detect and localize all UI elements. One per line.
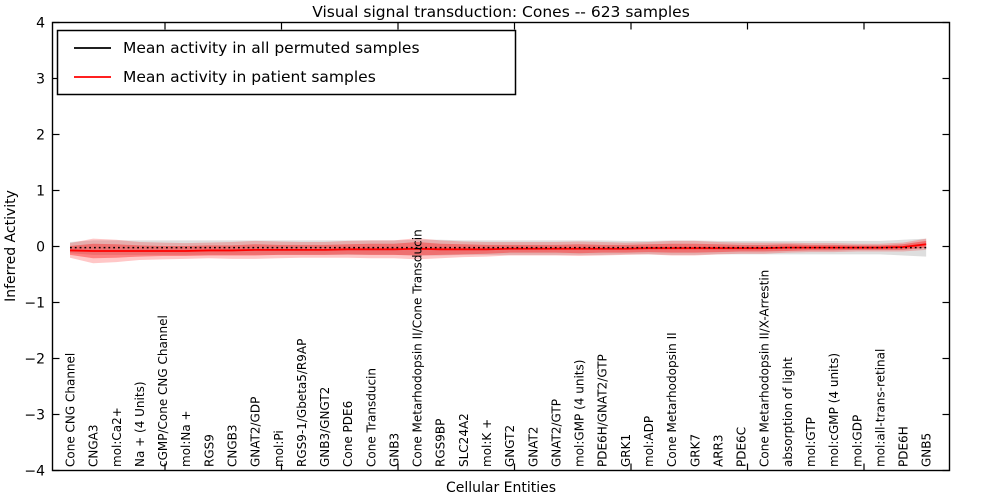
- x-tick-label: PDE6H/GNAT2/GTP: [596, 354, 610, 467]
- y-tick-label: 0: [36, 240, 45, 256]
- x-tick-label: cGMP/Cone CNG Channel: [156, 315, 170, 467]
- y-tick-label: −3: [24, 408, 45, 424]
- patient-mean-line: [69, 243, 927, 252]
- x-tick-label: RGS9-1/Gbeta5/R9AP: [295, 339, 309, 467]
- x-tick-label: Cone Metarhodopsin II/X-Arrestin: [758, 270, 772, 467]
- x-tick-label: GNAT2/GTP: [549, 399, 563, 467]
- x-tick-label: CNGA3: [87, 425, 101, 468]
- x-tick-label: GRK1: [619, 434, 633, 467]
- legend-box: [56, 29, 517, 96]
- y-tick-label: −2: [24, 352, 45, 368]
- x-tick-label: RGS9: [202, 434, 216, 467]
- x-tick-label: mol:Pi: [272, 430, 286, 467]
- x-tick-label: RGS9BP: [434, 419, 448, 467]
- x-tick-label: mol:GDP: [850, 415, 864, 467]
- x-tick-label: mol:K +: [480, 419, 494, 467]
- x-tick-label: ARR3: [711, 434, 725, 467]
- y-tick-label: −1: [24, 296, 45, 312]
- y-tick-label: −4: [24, 464, 45, 480]
- x-tick-label: Na + (4 Units): [133, 381, 147, 467]
- x-tick-label: mol:Na +: [179, 410, 193, 467]
- x-tick-label: GNB5: [920, 433, 934, 467]
- x-tick-label: GNGT2: [503, 425, 517, 467]
- y-tick-label: 1: [36, 184, 45, 200]
- x-tick-label: Cone Transducin: [364, 368, 378, 467]
- x-tick-label: mol:cGMP (4 units): [827, 353, 841, 467]
- x-tick-label: GNB3: [387, 433, 401, 467]
- x-tick-label: Cone Metarhodopsin II/Cone Transducin: [411, 229, 425, 467]
- y-tick-labels: 4 3 2 1 0 −1 −2 −3 −4: [24, 16, 45, 480]
- y-axis-label: Inferred Activity: [3, 190, 19, 302]
- x-tick-label: mol:GMP (4 units): [573, 360, 587, 467]
- x-tick-label: absorption of light: [781, 357, 795, 467]
- legend-label-patient: Mean activity in patient samples: [123, 68, 376, 86]
- tick-marks: [52, 21, 950, 472]
- y-tick-label: 2: [36, 128, 45, 144]
- patient-std-band-outer: [70, 238, 927, 264]
- y-tick-label: 4: [36, 16, 45, 32]
- x-tick-label: Cone CNG Channel: [64, 353, 78, 467]
- x-tick-label: mol:all-trans-retinal: [873, 349, 887, 467]
- legend: Mean activity in all permuted samples Me…: [56, 29, 517, 96]
- x-tick-label: CNGB3: [225, 424, 239, 467]
- x-tick-label: Cone Metarhodopsin II: [665, 332, 679, 467]
- x-tick-label: mol:ADP: [642, 416, 656, 467]
- x-tick-label: GNB3/GNGT2: [318, 387, 332, 467]
- x-tick-label: GNAT2/GDP: [249, 397, 263, 467]
- x-tick-label: mol:Ca2+: [110, 407, 124, 467]
- chart-title: Visual signal transduction: Cones -- 623…: [312, 3, 690, 21]
- x-tick-label: GRK7: [688, 434, 702, 467]
- legend-label-permuted: Mean activity in all permuted samples: [123, 39, 420, 57]
- x-tick-label: Cone PDE6: [341, 401, 355, 467]
- x-tick-label: PDE6C: [735, 427, 749, 467]
- y-tick-label: 3: [36, 72, 45, 88]
- x-tick-label: mol:GTP: [804, 417, 818, 467]
- x-axis-label: Cellular Entities: [446, 480, 556, 496]
- x-tick-label: SLC24A2: [457, 413, 471, 467]
- x-tick-label: GNAT2: [526, 426, 540, 467]
- x-tick-label: PDE6H: [897, 426, 911, 467]
